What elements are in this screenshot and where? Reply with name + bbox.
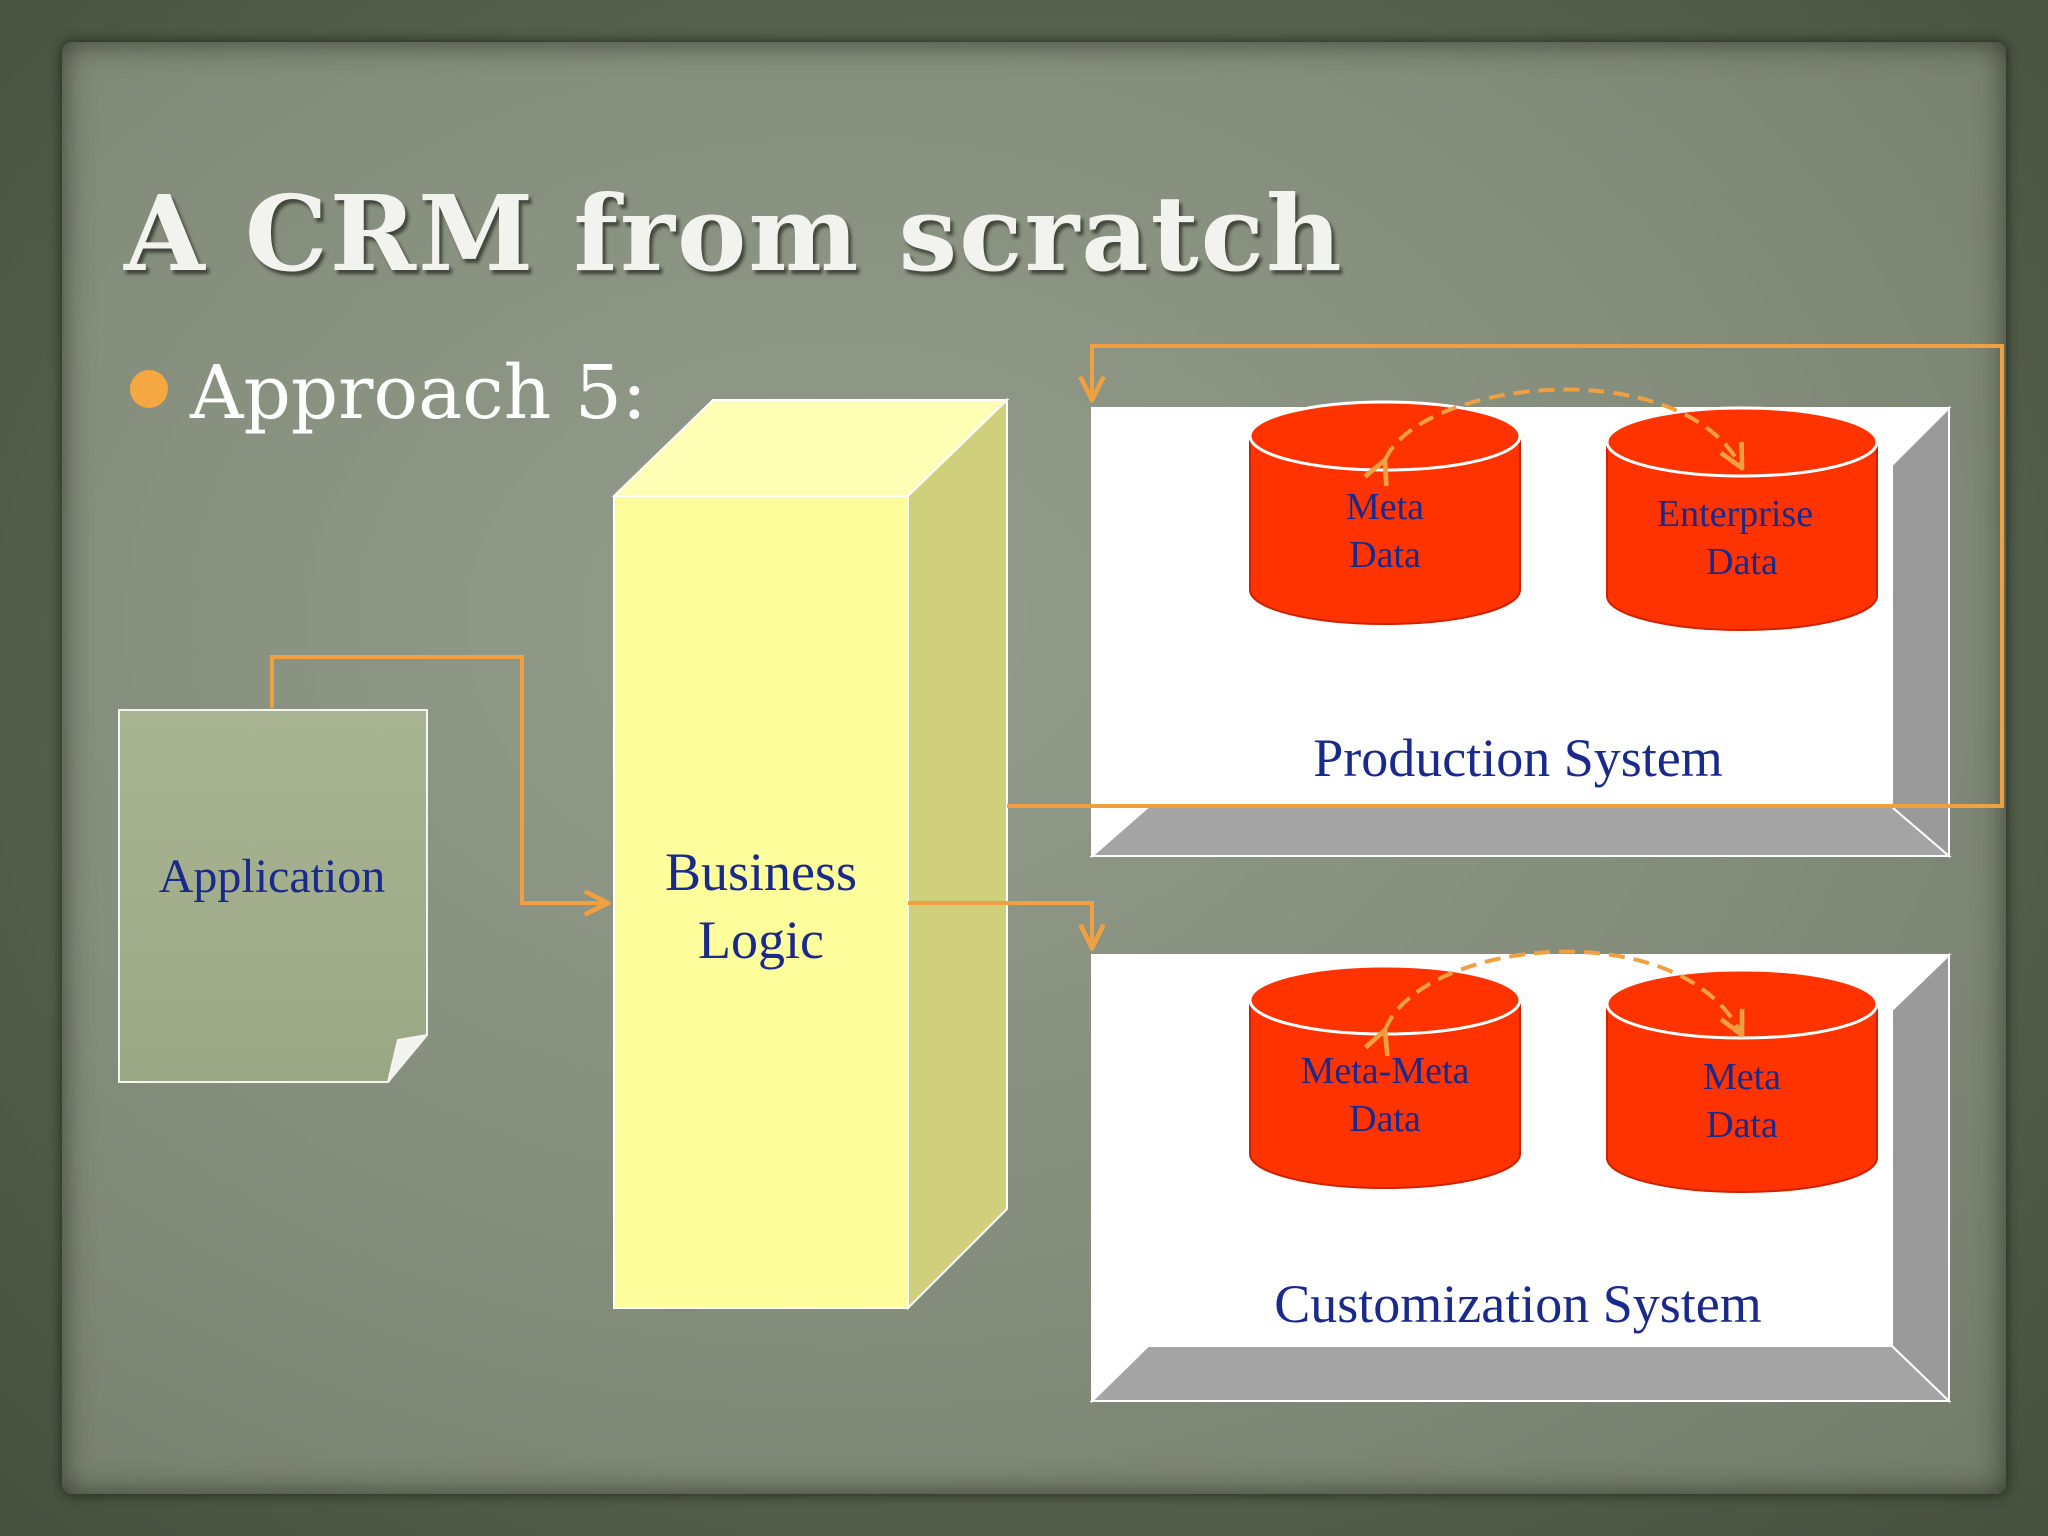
database-meta-meta-data: Meta-Meta Data — [1248, 964, 1522, 1189]
application-label: Application — [159, 850, 386, 903]
application-box: Application — [118, 709, 428, 1083]
production-system-label: Production System — [1313, 728, 1723, 788]
slide-title: A CRM from scratch — [124, 172, 1344, 295]
arrow-business-logic-to-customization — [908, 901, 1092, 948]
database-meta-meta-data-label-line1: Meta-Meta — [1301, 1050, 1470, 1092]
dashed-arrow-customization-metadata — [1385, 949, 1742, 1035]
arrow-application-to-business-logic — [270, 655, 608, 903]
database-meta-meta-data-label-line2: Data — [1349, 1098, 1421, 1140]
business-logic-block: Business Logic — [611, 397, 1010, 1311]
business-logic-label-line2: Logic — [698, 910, 824, 970]
database-custom-meta-data: Meta Data — [1605, 968, 1879, 1193]
database-enterprise-data: Enterprise Data — [1605, 406, 1879, 631]
bullet-text: Approach 5: — [190, 350, 647, 436]
customization-system-label: Customization System — [1274, 1274, 1762, 1334]
business-logic-label-line1: Business — [665, 842, 857, 902]
database-custom-meta-data-label-line2: Data — [1706, 1104, 1778, 1146]
database-custom-meta-data-label-line1: Meta — [1703, 1056, 1781, 1098]
database-meta-data: Meta Data — [1248, 400, 1522, 625]
database-enterprise-data-label-line2: Data — [1706, 541, 1778, 583]
connector-arrows — [270, 344, 2004, 1035]
dashed-arrow-production-metadata — [1385, 387, 1742, 468]
bullet-icon — [130, 370, 168, 408]
database-meta-data-label-line2: Data — [1349, 534, 1421, 576]
database-meta-data-label-line1: Meta — [1346, 486, 1424, 528]
database-enterprise-data-label-line1: Enterprise — [1657, 493, 1813, 535]
arrow-business-logic-to-production-loop — [1007, 344, 2004, 808]
